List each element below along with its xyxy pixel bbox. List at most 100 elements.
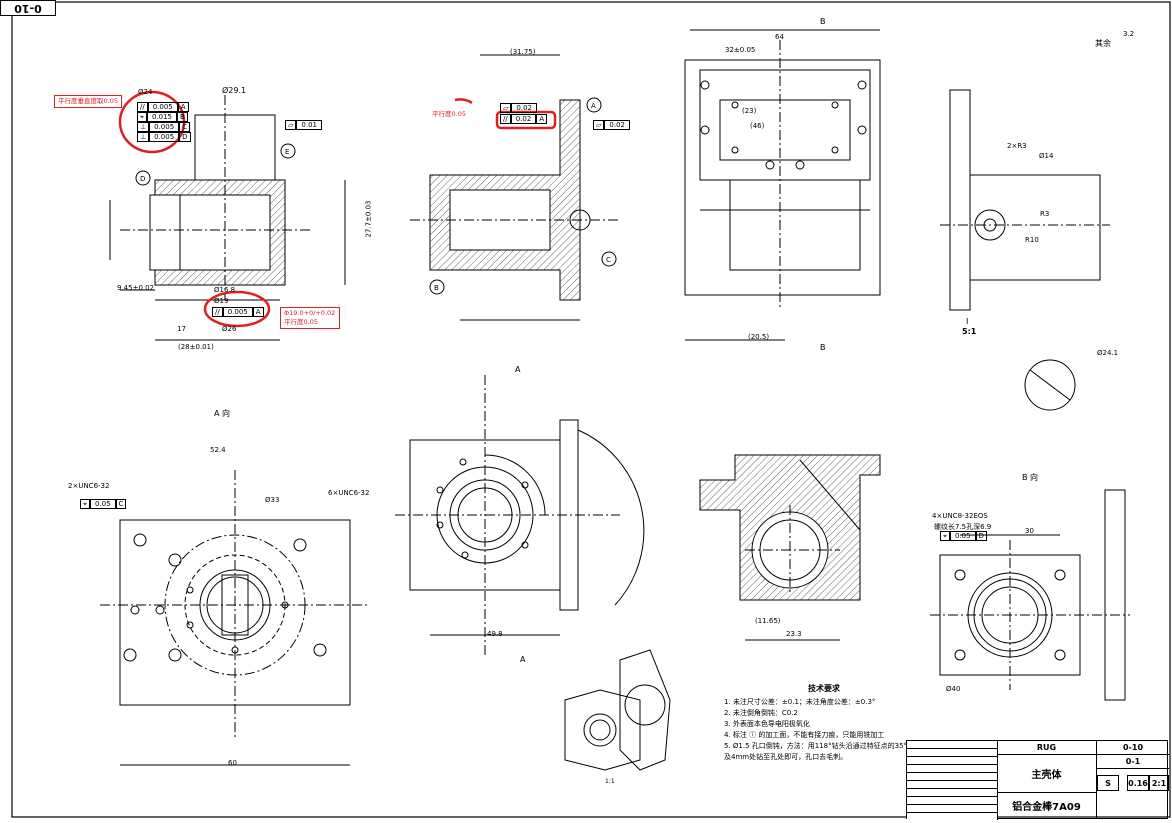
datum-c-circle — [601, 251, 617, 267]
fcf-value: 0.02 — [511, 103, 537, 113]
section-mark-a-bottom: A — [520, 655, 526, 664]
requirement-item: 2. 未注倒角倒钝：C0.2 — [724, 709, 798, 717]
fcf-datum: C — [179, 122, 191, 132]
requirement-item: 4. 标注 ⓘ 的加工面，不能有接刀痕，只能用铣加工 — [724, 731, 885, 739]
datum-e-circle — [280, 143, 296, 159]
highlight-mark — [454, 98, 473, 105]
tb-revision-grid — [907, 741, 998, 820]
fcf-datum: A — [252, 307, 264, 317]
tb-drawing-no: 0-10 — [1097, 741, 1169, 755]
tb-part-no: 0-1 — [1097, 755, 1169, 769]
fcf-symbol: ▱ — [500, 103, 512, 113]
dim-d11-65: (11.65) — [755, 617, 781, 625]
fcf-flat-1: ▱0.01 — [285, 120, 322, 130]
fcf-value: 0.02 — [510, 114, 537, 124]
dim-r3: R3 — [1040, 210, 1050, 218]
a-view — [100, 470, 370, 766]
note-left-bottom-2: 平行度0.05 — [284, 318, 318, 326]
tb-part-name: 主壳体 — [997, 755, 1097, 793]
datum-d-label: D — [140, 175, 145, 183]
fcf-value: 0.005 — [147, 102, 178, 112]
section-mark-a-top: A — [515, 365, 521, 374]
dim-w20-5: (20.5) — [748, 333, 770, 341]
fcf-flat-2: ▱0.02 — [593, 120, 630, 130]
thread-callout-1: 2×UNC6-32 — [68, 482, 110, 490]
fcf-value: 0.05 — [89, 499, 116, 509]
dim-w32: 32±0.05 — [725, 46, 756, 54]
highlight-oval-1 — [118, 90, 186, 154]
a-view-label: A 向 — [214, 409, 231, 418]
fcf-symbol: ▱ — [593, 120, 605, 130]
section-mark-b-bottom: B — [820, 343, 826, 352]
detail-label: I — [966, 317, 969, 326]
datum-a-circle — [586, 97, 602, 113]
dim-d24-1: Ø24.1 — [1097, 349, 1119, 357]
fcf-datum: A — [536, 114, 548, 124]
fcf-symbol: // — [212, 307, 223, 317]
fcf-datum: C — [115, 499, 127, 509]
datum-b-label: B — [434, 284, 439, 292]
note-left-bottom: Φ19.0+0/+0.02 平行度0.05 — [280, 307, 340, 329]
fcf-datum: D — [975, 531, 987, 541]
fcf-symbol: ▱ — [285, 120, 297, 130]
fcf-symbol: ⌖ — [940, 531, 950, 541]
fcf-value: 0.005 — [222, 307, 253, 317]
highlight-oval-2 — [203, 290, 271, 328]
thread-callout-3: 4×UNC8-32EOS — [932, 512, 988, 520]
dim-w64: 64 — [775, 33, 784, 41]
fcf-datum: A — [177, 102, 189, 112]
fcf-value: 0.05 — [949, 531, 976, 541]
datum-e-label: E — [285, 148, 289, 156]
dim-w46: (46) — [750, 122, 765, 130]
requirement-item: 3. 外表面本色导电阳极氧化 — [724, 720, 810, 728]
sheet-border — [11, 1, 1171, 818]
dim-d33: Ø33 — [265, 496, 280, 504]
detail-scale: 5:1 — [962, 327, 977, 336]
dim-w23: (23) — [742, 107, 757, 115]
fcf-value: 0.02 — [604, 120, 630, 130]
dim-d26: Ø26 — [222, 325, 237, 333]
tb-weight: 0.16 — [1127, 775, 1149, 791]
technical-requirements: 技术要求 1. 未注尺寸公差：±0.1；未注角度公差：±0.3° 2. 未注倒角… — [724, 683, 924, 763]
b-view — [930, 489, 1130, 701]
section-mark-b-top: B — [820, 17, 826, 26]
tb-company: RUG — [997, 741, 1097, 755]
dim-2r3: 2×R3 — [1007, 142, 1027, 150]
note-mid: 平行度0.05 — [432, 110, 466, 119]
dim-d19: Ø19 — [214, 297, 229, 305]
cross-section — [699, 454, 881, 641]
dim-d28: (28±0.01) — [178, 343, 214, 351]
roughness-value: 3.2 — [1123, 30, 1135, 38]
requirements-title: 技术要求 — [808, 684, 840, 693]
note-left: 平行度垂直度取0.05 — [54, 95, 122, 108]
dim-d49-8: 49.8 — [487, 630, 503, 638]
tb-scale: 2:1 — [1149, 775, 1169, 791]
datum-b-circle — [429, 279, 445, 295]
thread-callout-4: 螺纹长7.5孔深6.9 — [934, 523, 992, 531]
dim-r10: R10 — [1025, 236, 1039, 244]
datum-a-label: A — [591, 102, 596, 110]
fcf-symbol: // — [500, 114, 511, 124]
dim-w31-75: (31.75) — [510, 48, 536, 56]
fcf-value: 0.01 — [296, 120, 322, 130]
fcf-symbol: // — [137, 102, 148, 112]
fcf-symbol: ⊥ — [137, 122, 150, 132]
isometric-view — [564, 649, 671, 771]
tb-stage: S — [1097, 775, 1119, 791]
fcf-datum: B — [177, 112, 188, 122]
dim-d60: 60 — [228, 759, 237, 767]
fcf-datum: D — [179, 132, 191, 142]
highlight-box-3 — [495, 110, 557, 130]
fcf-symbol: ⌖ — [80, 499, 90, 509]
requirement-item: 1. 未注尺寸公差：±0.1；未注角度公差：±0.3° — [724, 698, 876, 706]
sheet-tag: 0-10 — [0, 0, 56, 16]
fcf-symbol: ⊥ — [137, 132, 150, 142]
